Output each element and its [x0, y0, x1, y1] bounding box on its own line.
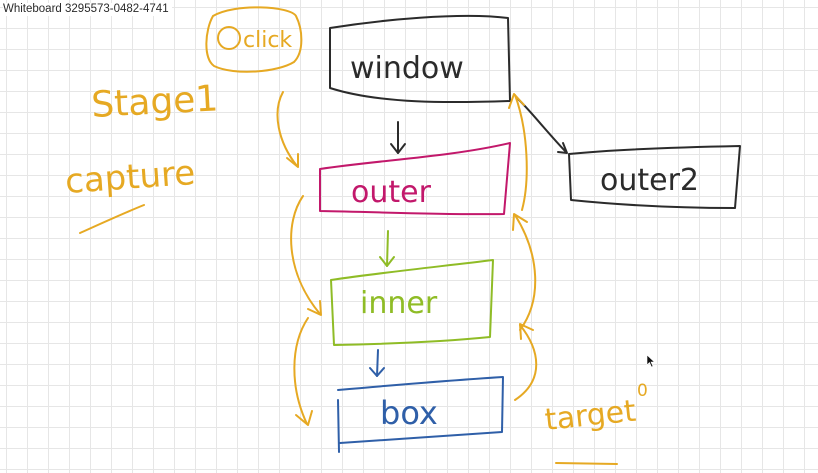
click-label: click — [243, 28, 292, 53]
inner-label: inner — [360, 286, 438, 321]
target-note: target 0 — [543, 381, 648, 465]
target-underline — [555, 462, 618, 465]
outer-to-inner-arrow — [379, 230, 395, 267]
capture-arrows — [276, 91, 322, 426]
mouse-pointer-icon — [646, 354, 656, 368]
window-to-outer-arrow — [390, 121, 406, 154]
window-title: Whiteboard 3295573-0482-4741 — [3, 3, 172, 16]
outer2-label: outer2 — [600, 163, 699, 198]
click-note: click — [205, 6, 303, 73]
window-label: window — [350, 51, 464, 86]
window-box: window — [329, 14, 511, 104]
target-label: target — [543, 394, 638, 438]
box-label: box — [380, 394, 438, 432]
capture-label: capture — [64, 153, 197, 202]
inner-to-box-arrow — [369, 349, 385, 377]
stage-note: Stage1 capture — [64, 78, 219, 234]
box-box: box — [337, 376, 504, 453]
target-superscript: 0 — [637, 381, 648, 401]
capture-underline — [79, 204, 145, 234]
outer2-box: outer2 — [568, 145, 741, 209]
outer-box: outer — [319, 142, 511, 216]
outer-label: outer — [351, 175, 432, 210]
stage-label: Stage1 — [90, 78, 219, 126]
bubble-arrows — [508, 93, 538, 401]
inner-box: inner — [330, 259, 494, 346]
